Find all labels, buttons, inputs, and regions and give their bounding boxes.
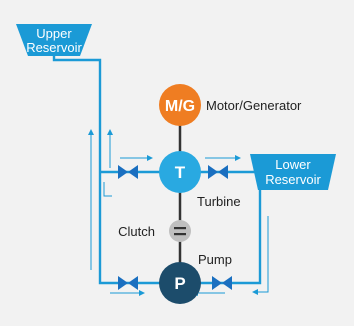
clutch-plate-bottom bbox=[174, 233, 186, 236]
upper-reservoir-shape bbox=[16, 24, 92, 56]
valve-pump-outlet bbox=[118, 276, 138, 290]
clutch: Clutch bbox=[118, 220, 191, 242]
lower-reservoir-label-line1: Lower bbox=[275, 157, 311, 172]
turbine-label: Turbine bbox=[197, 194, 241, 209]
upper-reservoir-label-line1: Upper bbox=[36, 26, 72, 41]
clutch-circle bbox=[169, 220, 191, 242]
upper-reservoir-label-line2: Reservoir bbox=[26, 40, 82, 55]
turbine-symbol: T bbox=[175, 163, 186, 182]
turbine: T Turbine bbox=[159, 151, 241, 209]
pump-circle bbox=[159, 262, 201, 304]
flow-bracket-left bbox=[103, 182, 112, 197]
pump-label: Pump bbox=[198, 252, 232, 267]
motor-generator-symbol: M/G bbox=[165, 98, 195, 115]
flow-arrows bbox=[88, 129, 269, 296]
pump-symbol: P bbox=[174, 274, 185, 293]
valve-turbine-inlet bbox=[118, 165, 138, 179]
water-pipes bbox=[52, 56, 262, 285]
motor-generator-circle bbox=[159, 84, 201, 126]
motor-generator-label: Motor/Generator bbox=[206, 98, 302, 113]
motor-generator: M/G Motor/Generator bbox=[159, 84, 302, 126]
lower-reservoir: Lower Reservoir bbox=[250, 154, 336, 190]
lower-reservoir-label-line2: Reservoir bbox=[265, 172, 321, 187]
flow-arrow-down-right bbox=[252, 216, 269, 295]
upper-reservoir: Upper Reservoir bbox=[16, 24, 92, 56]
clutch-label: Clutch bbox=[118, 224, 155, 239]
valves bbox=[118, 165, 232, 290]
turbine-circle bbox=[159, 151, 201, 193]
clutch-plate-top bbox=[174, 227, 186, 230]
pump: P Pump bbox=[159, 252, 232, 304]
valve-pump-intake bbox=[212, 276, 232, 290]
valve-turbine-outlet bbox=[208, 165, 228, 179]
pump-intake-pipe bbox=[180, 190, 262, 285]
lower-reservoir-shape bbox=[250, 154, 336, 190]
